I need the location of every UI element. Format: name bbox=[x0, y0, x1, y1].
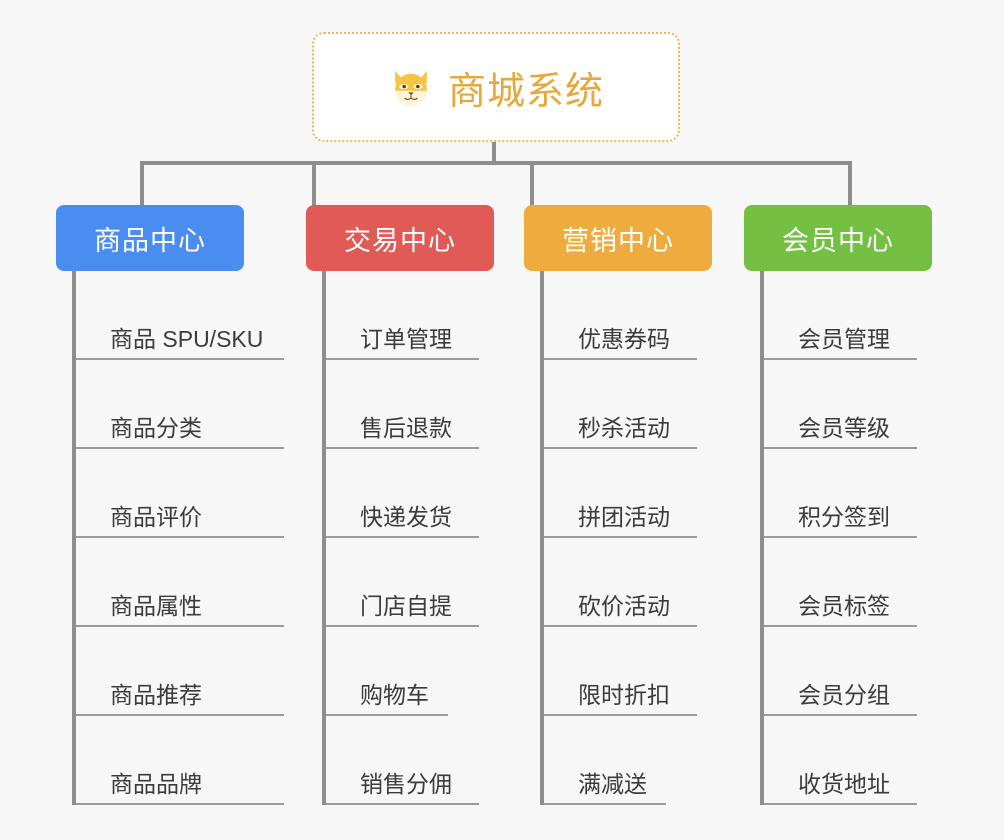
branch-label-2: 交易中心 bbox=[344, 225, 456, 256]
leaf-label: 满减送 bbox=[578, 771, 647, 797]
leaf-item[interactable]: 销售分佣 bbox=[326, 716, 494, 805]
branch-header-4[interactable]: 会员中心 bbox=[744, 205, 932, 271]
leaf-label: 门店自提 bbox=[360, 593, 452, 619]
leaf-underline bbox=[76, 803, 284, 805]
leaf-underline bbox=[544, 625, 697, 627]
leaf-label: 商品分类 bbox=[110, 415, 202, 441]
leaf-underline bbox=[544, 536, 697, 538]
leaf-item[interactable]: 优惠券码 bbox=[544, 271, 712, 360]
leaf-underline bbox=[544, 803, 666, 805]
leaf-label: 会员标签 bbox=[798, 593, 890, 619]
branch-营销中心: 营销中心 优惠券码 秒杀活动 拼团活动 砍价活动 限时折扣 bbox=[524, 205, 712, 805]
leaf-list-2: 订单管理 售后退款 快递发货 门店自提 购物车 销售分佣 bbox=[322, 271, 494, 805]
leaf-item[interactable]: 限时折扣 bbox=[544, 627, 712, 716]
leaf-label: 售后退款 bbox=[360, 415, 452, 441]
branch-header-2[interactable]: 交易中心 bbox=[306, 205, 494, 271]
leaf-underline bbox=[326, 536, 479, 538]
leaf-label: 秒杀活动 bbox=[578, 415, 670, 441]
leaf-item[interactable]: 会员管理 bbox=[764, 271, 932, 360]
leaf-label: 快递发货 bbox=[360, 504, 452, 530]
leaf-label: 商品推荐 bbox=[110, 682, 202, 708]
leaf-underline bbox=[764, 714, 917, 716]
leaf-item[interactable]: 会员标签 bbox=[764, 538, 932, 627]
branch-header-1[interactable]: 商品中心 bbox=[56, 205, 244, 271]
leaf-item[interactable]: 商品属性 bbox=[76, 538, 284, 627]
leaf-item[interactable]: 订单管理 bbox=[326, 271, 494, 360]
branch-商品中心: 商品中心 商品 SPU/SKU 商品分类 商品评价 商品属性 商品推荐 bbox=[56, 205, 284, 805]
leaf-label: 销售分佣 bbox=[360, 771, 452, 797]
leaf-list-1: 商品 SPU/SKU 商品分类 商品评价 商品属性 商品推荐 商品品牌 bbox=[72, 271, 284, 805]
branch-header-3[interactable]: 营销中心 bbox=[524, 205, 712, 271]
leaf-label: 购物车 bbox=[360, 682, 429, 708]
leaf-list-4: 会员管理 会员等级 积分签到 会员标签 会员分组 收货地址 bbox=[760, 271, 932, 805]
leaf-underline bbox=[326, 447, 479, 449]
branch-会员中心: 会员中心 会员管理 会员等级 积分签到 会员标签 会员分组 bbox=[744, 205, 932, 805]
branch-交易中心: 交易中心 订单管理 售后退款 快递发货 门店自提 购物车 bbox=[306, 205, 494, 805]
leaf-list-3: 优惠券码 秒杀活动 拼团活动 砍价活动 限时折扣 满减送 bbox=[540, 271, 712, 805]
leaf-underline bbox=[76, 536, 284, 538]
leaf-underline bbox=[544, 714, 697, 716]
leaf-item[interactable]: 门店自提 bbox=[326, 538, 494, 627]
leaf-item[interactable]: 商品推荐 bbox=[76, 627, 284, 716]
leaf-item[interactable]: 秒杀活动 bbox=[544, 360, 712, 449]
root-stem-connector bbox=[492, 142, 496, 163]
horizontal-bus-connector bbox=[140, 161, 852, 165]
leaf-underline bbox=[544, 358, 697, 360]
branch-label-1: 商品中心 bbox=[94, 225, 206, 256]
leaf-underline bbox=[764, 447, 917, 449]
root-title: 商城系统 bbox=[447, 70, 604, 113]
leaf-label: 限时折扣 bbox=[578, 682, 670, 708]
leaf-underline bbox=[326, 714, 448, 716]
leaf-item[interactable]: 售后退款 bbox=[326, 360, 494, 449]
branch-stem-connector-4 bbox=[848, 161, 852, 208]
leaf-label: 商品评价 bbox=[110, 504, 202, 530]
branch-stem-connector-3 bbox=[530, 161, 534, 208]
leaf-underline bbox=[764, 625, 917, 627]
leaf-underline bbox=[326, 803, 479, 805]
leaf-item[interactable]: 商品评价 bbox=[76, 449, 284, 538]
leaf-underline bbox=[326, 625, 479, 627]
leaf-label: 订单管理 bbox=[360, 326, 452, 352]
leaf-underline bbox=[764, 536, 917, 538]
leaf-item[interactable]: 商品 SPU/SKU bbox=[76, 271, 284, 360]
leaf-item[interactable]: 会员分组 bbox=[764, 627, 932, 716]
leaf-underline bbox=[764, 803, 917, 805]
leaf-item[interactable]: 会员等级 bbox=[764, 360, 932, 449]
leaf-item[interactable]: 商品品牌 bbox=[76, 716, 284, 805]
leaf-label: 会员管理 bbox=[798, 326, 890, 352]
leaf-underline bbox=[76, 714, 284, 716]
leaf-label: 积分签到 bbox=[798, 504, 890, 530]
leaf-item[interactable]: 快递发货 bbox=[326, 449, 494, 538]
leaf-item[interactable]: 商品分类 bbox=[76, 360, 284, 449]
leaf-underline bbox=[326, 358, 479, 360]
leaf-label: 商品品牌 bbox=[110, 771, 202, 797]
leaf-underline bbox=[544, 447, 697, 449]
leaf-label: 收货地址 bbox=[798, 771, 890, 797]
leaf-label: 拼团活动 bbox=[578, 504, 670, 530]
branch-stem-connector-2 bbox=[312, 161, 316, 208]
leaf-label: 砍价活动 bbox=[578, 593, 670, 619]
leaf-label: 会员等级 bbox=[798, 415, 890, 441]
leaf-label: 商品 SPU/SKU bbox=[110, 326, 264, 352]
leaf-item[interactable]: 拼团活动 bbox=[544, 449, 712, 538]
leaf-underline bbox=[76, 358, 284, 360]
leaf-item[interactable]: 购物车 bbox=[326, 627, 494, 716]
leaf-underline bbox=[76, 447, 284, 449]
leaf-item[interactable]: 满减送 bbox=[544, 716, 712, 805]
leaf-label: 商品属性 bbox=[110, 593, 202, 619]
leaf-underline bbox=[76, 625, 284, 627]
branch-label-4: 会员中心 bbox=[782, 225, 894, 256]
leaf-item[interactable]: 积分签到 bbox=[764, 449, 932, 538]
leaf-item[interactable]: 收货地址 bbox=[764, 716, 932, 805]
leaf-label: 优惠券码 bbox=[578, 326, 670, 352]
leaf-label: 会员分组 bbox=[798, 682, 890, 708]
shiba-dog-face-icon bbox=[388, 65, 434, 111]
branch-stem-connector-1 bbox=[140, 161, 144, 208]
leaf-item[interactable]: 砍价活动 bbox=[544, 538, 712, 627]
root-node[interactable]: 商城系统 bbox=[312, 32, 680, 142]
branch-label-3: 营销中心 bbox=[562, 225, 674, 256]
leaf-underline bbox=[764, 358, 917, 360]
